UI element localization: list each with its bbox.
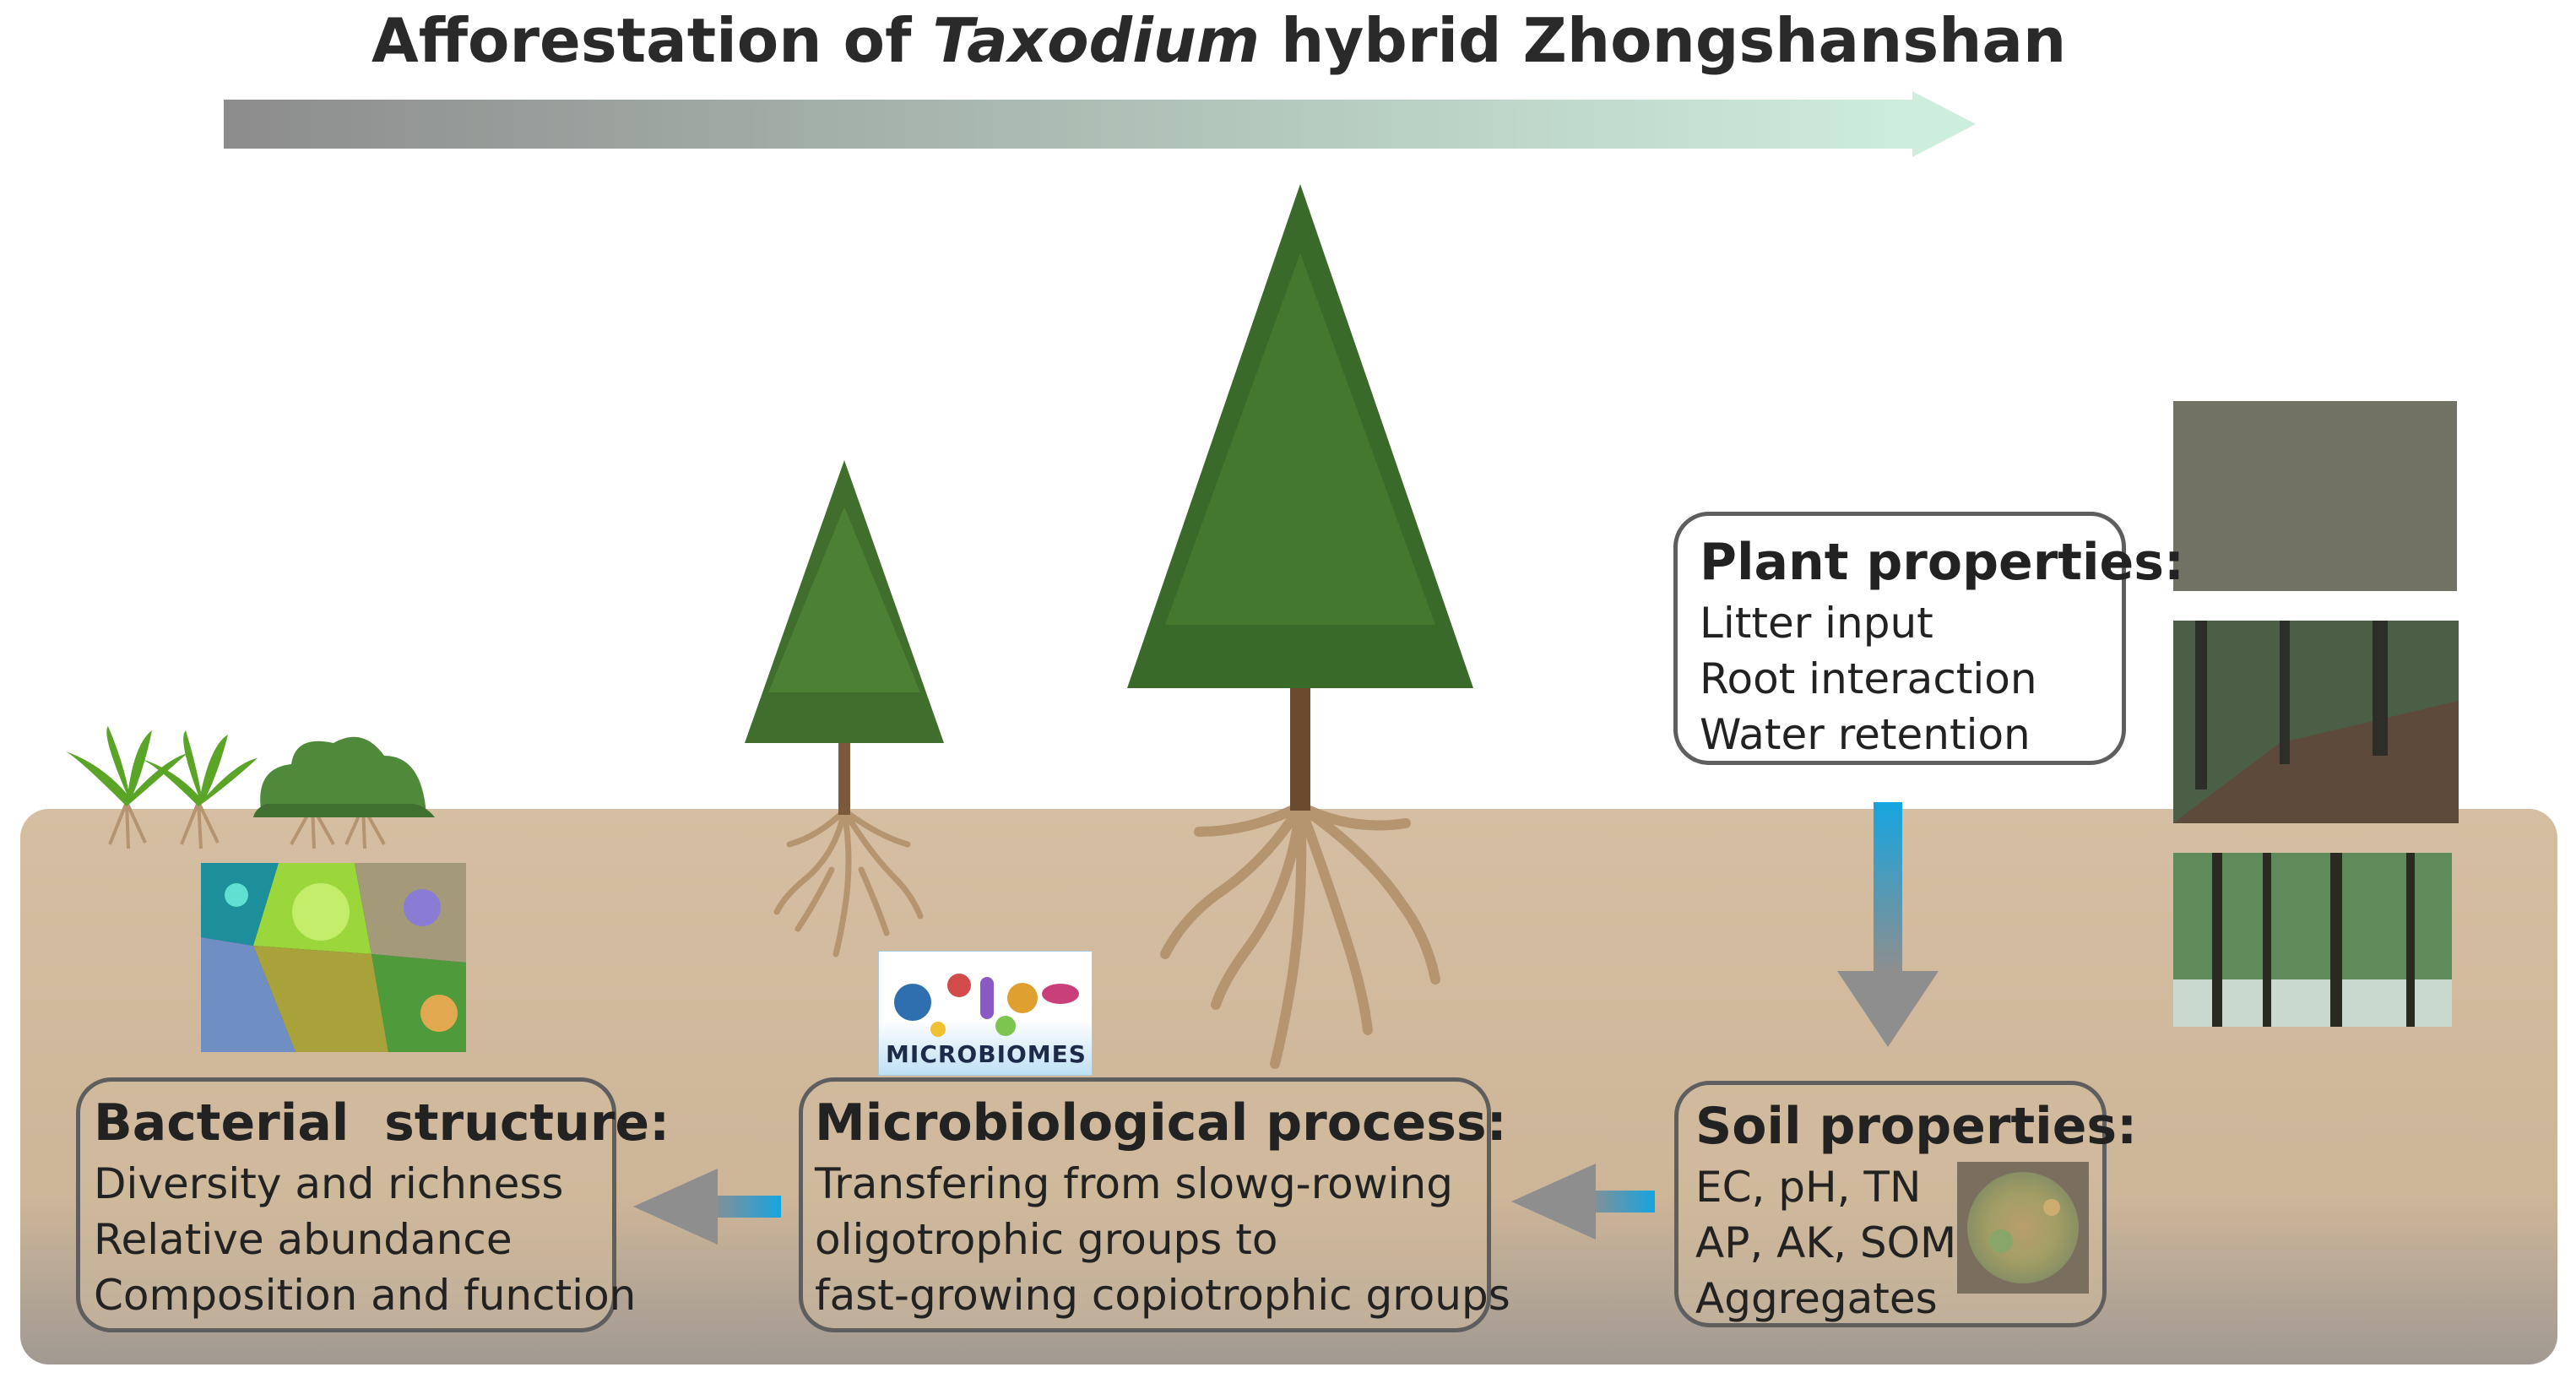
young-tree-icon: [745, 460, 944, 958]
soil-property-item: EC, pH, TN: [1695, 1163, 1922, 1212]
plant-properties-heading: Plant properties:: [1700, 533, 2184, 592]
arrow-microbial-to-bacteria: [633, 1169, 781, 1245]
bacterial-structure-item: Relative abundance: [94, 1215, 512, 1264]
roots-photo: [2173, 621, 2459, 823]
arrow-plant-to-soil: [1837, 802, 1939, 1047]
soil-properties-box: Soil properties: EC, pH, TN AP, AK, SOM …: [1674, 1081, 2138, 1327]
microbiological-process-line: Transfering from slowg-rowing: [815, 1159, 1453, 1208]
soil-properties-heading: Soil properties:: [1695, 1097, 2138, 1156]
bacteria-collage-image: [201, 863, 466, 1052]
microbiological-process-line: fast-growing copiotrophic groups: [815, 1271, 1510, 1320]
plant-properties-box: Plant properties: Litter input Root inte…: [1673, 512, 2184, 765]
grass-seedling-icon: [66, 726, 435, 849]
timeline-arrow: [224, 91, 1976, 157]
diagram-title: Afforestation of Taxodium hybrid Zhongsh…: [371, 5, 2066, 76]
forest-photo: [2173, 853, 2452, 1027]
microbiomes-badge-label: MICROBIOMES: [886, 1040, 1087, 1068]
plant-property-item: Water retention: [1700, 710, 2031, 759]
mature-tree-icon: [1127, 184, 1473, 1069]
bacterial-structure-heading: Bacterial structure:: [94, 1093, 670, 1153]
plant-property-item: Litter input: [1700, 599, 1933, 648]
arrow-soil-to-microbial: [1511, 1164, 1655, 1240]
microbiological-process-heading: Microbiological process:: [815, 1093, 1507, 1153]
bacterial-structure-box: Bacterial structure: Diversity and richn…: [76, 1077, 670, 1332]
litter-photo: [2173, 401, 2457, 591]
soil-property-item: Aggregates: [1695, 1274, 1938, 1323]
title-genus: Taxodium: [932, 5, 1261, 76]
bacterial-structure-item: Diversity and richness: [94, 1159, 564, 1208]
microbiological-process-box: Microbiological process: Transfering fro…: [799, 1077, 1510, 1332]
title-prefix: Afforestation of: [371, 5, 912, 76]
bacterial-structure-item: Composition and function: [94, 1271, 637, 1320]
title-suffix: hybrid Zhongshanshan: [1281, 5, 2067, 76]
microbiological-process-line: oligotrophic groups to: [815, 1215, 1278, 1264]
plant-property-item: Root interaction: [1700, 654, 2037, 703]
microbiomes-badge: MICROBIOMES: [878, 951, 1093, 1076]
soil-property-item: AP, AK, SOM: [1695, 1218, 1957, 1267]
microbe-cartoons-icon: [894, 974, 1079, 1037]
